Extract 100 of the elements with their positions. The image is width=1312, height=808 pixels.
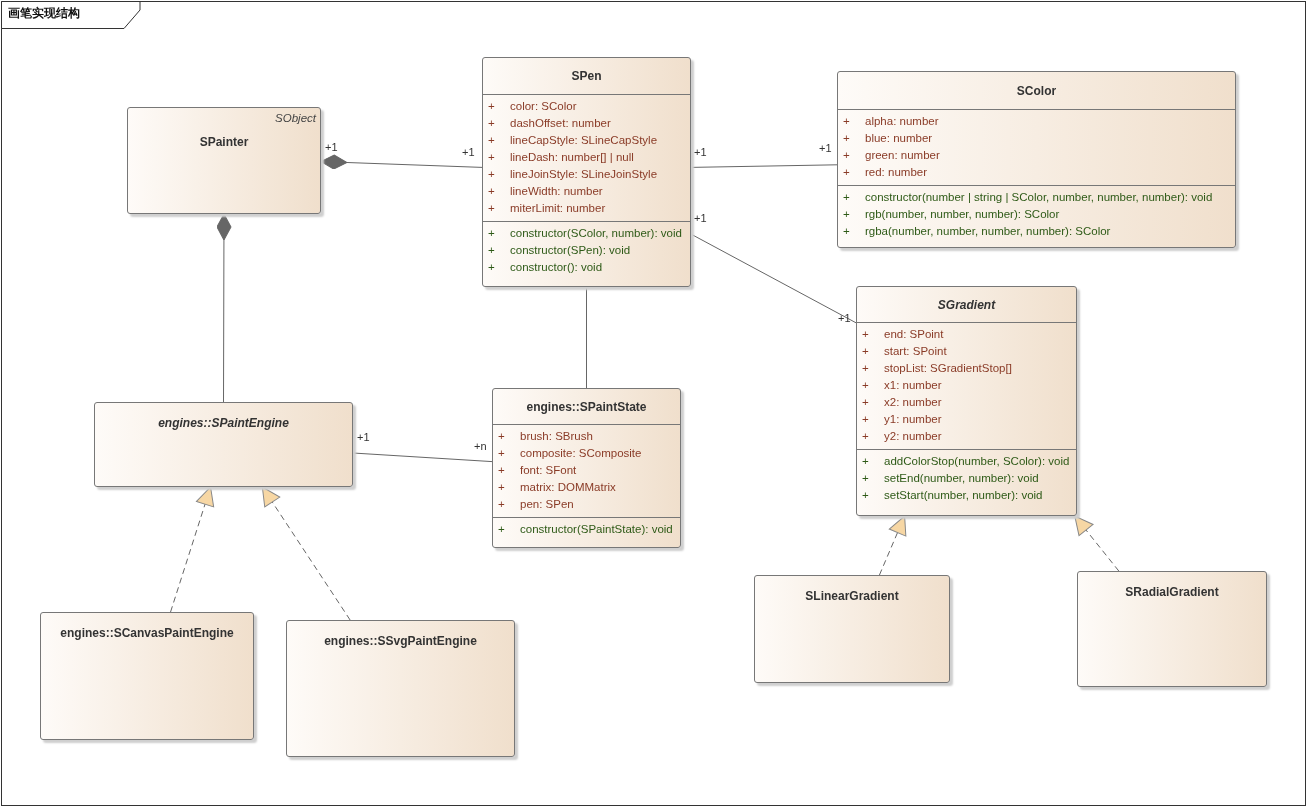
class-name: SPainter bbox=[198, 135, 250, 149]
visibility-marker: + bbox=[843, 224, 850, 239]
visibility-marker: + bbox=[498, 522, 505, 537]
attribute-text: lineWidth: number bbox=[510, 184, 603, 199]
visibility-marker: + bbox=[488, 167, 495, 182]
class-name: engines::SSvgPaintEngine bbox=[323, 634, 478, 648]
class-name: SRadialGradient bbox=[1124, 585, 1220, 599]
class-box bbox=[94, 402, 353, 487]
operation-text: setStart(number, number): void bbox=[884, 488, 1043, 503]
visibility-marker: + bbox=[498, 446, 505, 461]
visibility-marker: + bbox=[862, 429, 869, 444]
association-line bbox=[352, 452, 493, 463]
operation-text: rgba(number, number, number, number): SColor bbox=[865, 224, 1111, 239]
attribute-text: lineJoinStyle: SLineJoinStyle bbox=[510, 167, 658, 182]
operation-text: constructor(SColor, number): void bbox=[510, 226, 682, 241]
class-name: SLinearGradient bbox=[804, 589, 900, 603]
visibility-marker: + bbox=[862, 454, 869, 469]
class-box bbox=[1077, 571, 1267, 687]
visibility-marker: + bbox=[498, 480, 505, 495]
operation-text: rgb(number, number, number): SColor bbox=[865, 207, 1060, 222]
visibility-marker: + bbox=[843, 190, 850, 205]
composition-line bbox=[216, 213, 232, 403]
class-box bbox=[492, 388, 681, 548]
stereotype-label: SObject bbox=[275, 112, 316, 124]
class-name: SGradient bbox=[936, 296, 997, 313]
association-line bbox=[586, 286, 587, 389]
visibility-marker: + bbox=[488, 243, 495, 258]
multiplicity-label: +1 bbox=[838, 312, 851, 324]
class-box bbox=[856, 286, 1077, 516]
diagram-title: 画笔实现结构 bbox=[8, 6, 80, 21]
visibility-marker: + bbox=[488, 150, 495, 165]
visibility-marker: + bbox=[862, 361, 869, 376]
visibility-marker: + bbox=[862, 395, 869, 410]
visibility-marker: + bbox=[488, 133, 495, 148]
class-box bbox=[754, 575, 950, 683]
visibility-marker: + bbox=[862, 344, 869, 359]
class-box bbox=[482, 57, 691, 287]
attribute-text: lineDash: number[] | null bbox=[510, 150, 634, 165]
class-name: engines::SPaintState bbox=[525, 398, 648, 415]
attribute-text: blue: number bbox=[865, 131, 933, 146]
visibility-marker: + bbox=[843, 114, 850, 129]
attribute-text: pen: SPen bbox=[520, 497, 574, 512]
visibility-marker: + bbox=[498, 497, 505, 512]
class-box bbox=[837, 71, 1236, 248]
attribute-text: miterLimit: number bbox=[510, 201, 606, 216]
operation-text: constructor(SPen): void bbox=[510, 243, 631, 258]
attribute-text: lineCapStyle: SLineCapStyle bbox=[510, 133, 658, 148]
visibility-marker: + bbox=[862, 378, 869, 393]
attribute-text: x2: number bbox=[884, 395, 942, 410]
operation-text: constructor(): void bbox=[510, 260, 603, 275]
class-box bbox=[286, 620, 515, 757]
visibility-marker: + bbox=[862, 327, 869, 342]
visibility-marker: + bbox=[488, 116, 495, 131]
visibility-marker: + bbox=[488, 184, 495, 199]
visibility-marker: + bbox=[843, 131, 850, 146]
class-name: SPen bbox=[570, 68, 603, 84]
operation-text: addColorStop(number, SColor): void bbox=[884, 454, 1070, 469]
attribute-text: font: SFont bbox=[520, 463, 577, 478]
attribute-text: color: SColor bbox=[510, 99, 577, 114]
attribute-text: red: number bbox=[865, 165, 927, 180]
attribute-text: brush: SBrush bbox=[520, 429, 593, 444]
multiplicity-label: +1 bbox=[462, 146, 475, 158]
association-line bbox=[690, 233, 857, 324]
class-name: engines::SCanvasPaintEngine bbox=[59, 626, 235, 640]
composition-line bbox=[320, 154, 483, 170]
attribute-text: alpha: number bbox=[865, 114, 939, 129]
association-line bbox=[690, 164, 838, 168]
attribute-text: x1: number bbox=[884, 378, 942, 393]
inheritance-arrow bbox=[261, 486, 351, 621]
attribute-text: y2: number bbox=[884, 429, 942, 444]
operation-text: constructor(number | string | SColor, number, number, number): void bbox=[865, 190, 1213, 205]
visibility-marker: + bbox=[498, 463, 505, 478]
visibility-marker: + bbox=[488, 99, 495, 114]
attribute-text: composite: SComposite bbox=[520, 446, 642, 461]
operation-text: setEnd(number, number): void bbox=[884, 471, 1039, 486]
multiplicity-label: +n bbox=[474, 440, 487, 452]
inheritance-arrow bbox=[878, 515, 907, 576]
inheritance-arrow bbox=[170, 486, 215, 613]
attribute-text: stopList: SGradientStop[] bbox=[884, 361, 1012, 376]
attribute-text: green: number bbox=[865, 148, 940, 163]
inheritance-arrow bbox=[1074, 515, 1120, 572]
operation-text: constructor(SPaintState): void bbox=[520, 522, 673, 537]
visibility-marker: + bbox=[488, 201, 495, 216]
attribute-text: end: SPoint bbox=[884, 327, 944, 342]
visibility-marker: + bbox=[862, 488, 869, 503]
visibility-marker: + bbox=[498, 429, 505, 444]
multiplicity-label: +1 bbox=[694, 212, 707, 224]
class-box bbox=[127, 107, 321, 214]
multiplicity-label: +1 bbox=[325, 141, 338, 153]
class-name: engines::SPaintEngine bbox=[157, 416, 290, 430]
attribute-text: y1: number bbox=[884, 412, 942, 427]
attribute-text: dashOffset: number bbox=[510, 116, 611, 131]
class-box bbox=[40, 612, 254, 740]
visibility-marker: + bbox=[488, 260, 495, 275]
visibility-marker: + bbox=[862, 412, 869, 427]
class-name: SColor bbox=[1015, 82, 1058, 99]
visibility-marker: + bbox=[843, 148, 850, 163]
visibility-marker: + bbox=[843, 207, 850, 222]
attribute-text: matrix: DOMMatrix bbox=[520, 480, 616, 495]
visibility-marker: + bbox=[843, 165, 850, 180]
